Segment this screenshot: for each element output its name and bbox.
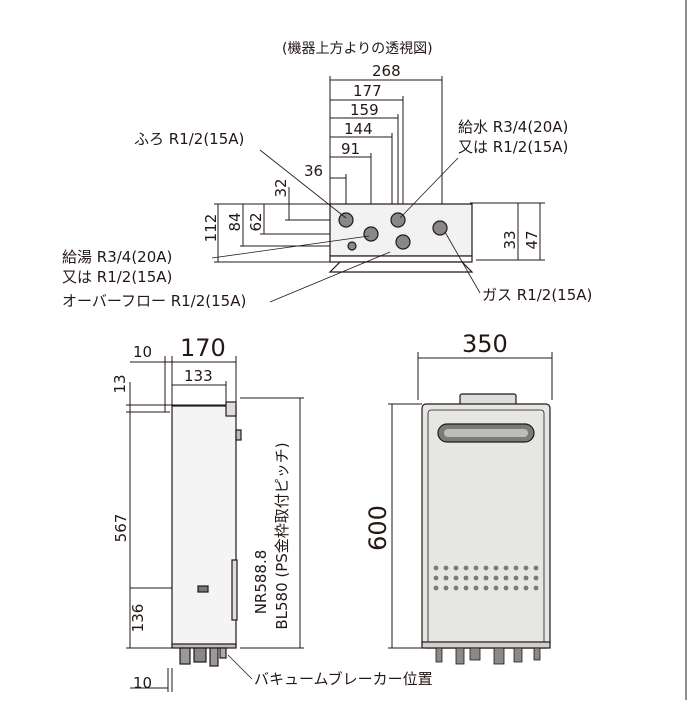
label-hot-2: 又は R1/2(15A) bbox=[62, 268, 172, 286]
front-pipes bbox=[435, 647, 541, 665]
front-dim-lines bbox=[388, 352, 553, 649]
pitch-label-bl: BL580 (PS金枠取付ピッチ) bbox=[273, 442, 291, 629]
label-water-2: 又は R1/2(15A) bbox=[458, 138, 568, 156]
dim-567: 567 bbox=[112, 514, 130, 543]
dim-13: 13 bbox=[111, 374, 129, 393]
label-vacuum-breaker: バキュームブレーカー位置 bbox=[254, 670, 433, 688]
dim-32: 32 bbox=[272, 178, 290, 197]
pitch-label-nr: NR588.8 bbox=[252, 550, 270, 615]
leader-hot bbox=[211, 235, 370, 259]
dim-170: 170 bbox=[180, 334, 226, 362]
dim-10-bottom: 10 bbox=[133, 674, 152, 692]
front-view-unit bbox=[421, 393, 551, 665]
leader-overflow bbox=[269, 251, 391, 303]
dim-268: 268 bbox=[372, 62, 401, 80]
dim-91: 91 bbox=[341, 140, 360, 158]
label-water-1: 給水 R3/4(20A) bbox=[458, 118, 568, 136]
bath-port bbox=[338, 212, 354, 228]
gas-port bbox=[432, 220, 448, 236]
dim-47: 47 bbox=[523, 230, 541, 249]
leader-bath bbox=[259, 149, 347, 219]
dim-84: 84 bbox=[226, 212, 244, 231]
label-gas: ガス R1/2(15A) bbox=[482, 286, 592, 304]
dim-144: 144 bbox=[344, 120, 373, 138]
dim-112: 112 bbox=[202, 214, 220, 243]
dim-600: 600 bbox=[364, 505, 392, 551]
dim-133: 133 bbox=[184, 367, 213, 385]
right-dim-lines bbox=[470, 202, 545, 261]
dim-10-top: 10 bbox=[133, 343, 152, 361]
leader-water bbox=[399, 157, 459, 219]
side-view-unit bbox=[171, 401, 242, 667]
label-bath: ふろ R1/2(15A) bbox=[134, 130, 244, 148]
top-view-unit bbox=[328, 203, 474, 273]
dim-62: 62 bbox=[247, 212, 265, 231]
dim-350: 350 bbox=[462, 330, 508, 358]
dim-136: 136 bbox=[129, 604, 147, 633]
leader-gas bbox=[444, 231, 481, 294]
gas-port-inner bbox=[395, 234, 411, 250]
intake-grille bbox=[433, 565, 539, 591]
dim-159: 159 bbox=[350, 101, 379, 119]
label-hot-1: 給湯 R3/4(20A) bbox=[62, 248, 172, 266]
leader-breaker bbox=[227, 654, 253, 680]
dim-36: 36 bbox=[304, 162, 323, 180]
view-title: (機器上方よりの透視図) bbox=[282, 41, 433, 57]
overflow-port bbox=[347, 241, 357, 251]
dim-33: 33 bbox=[501, 230, 519, 249]
label-overflow: オーバーフロー R1/2(15A) bbox=[62, 292, 246, 310]
hot-water-port bbox=[363, 226, 379, 242]
dim-177: 177 bbox=[353, 82, 382, 100]
